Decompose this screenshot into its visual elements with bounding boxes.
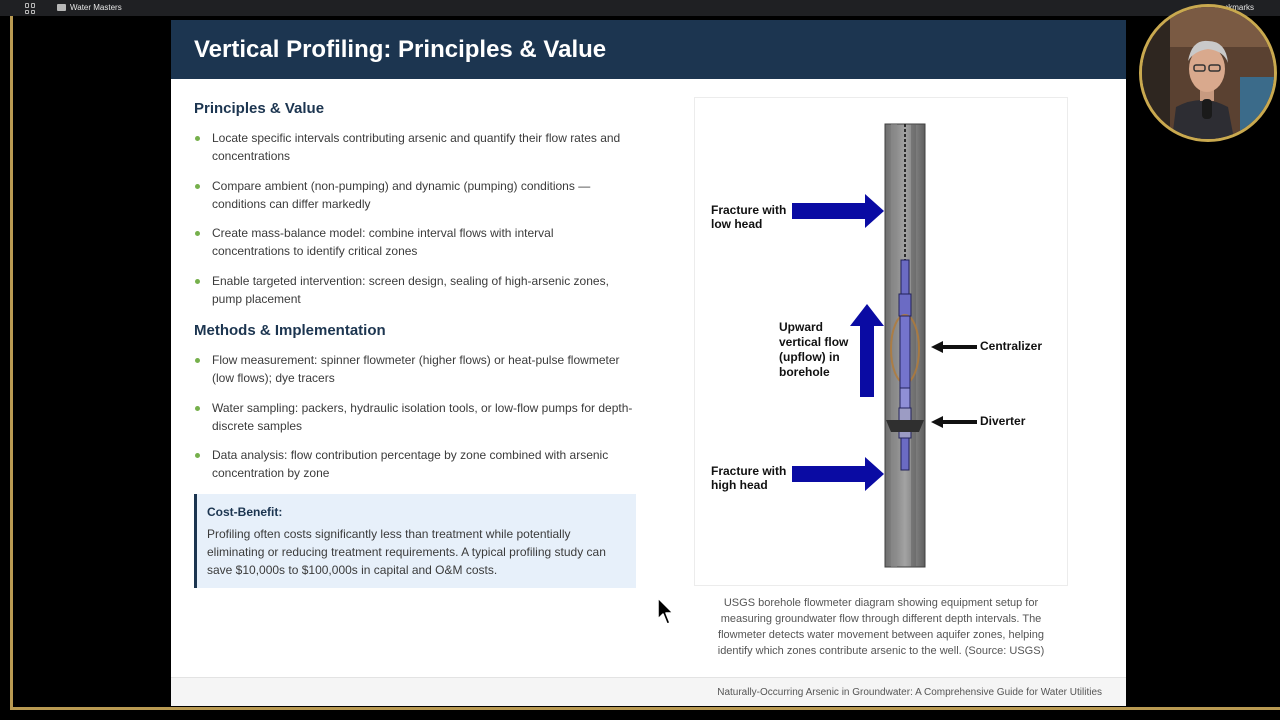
upflow-arrow	[850, 304, 884, 397]
borehole-texture	[891, 124, 897, 567]
tool-body	[898, 293, 912, 317]
slide-header: Vertical Profiling: Principles & Value	[171, 20, 1126, 79]
presenter-webcam	[1139, 4, 1277, 142]
slide-title: Vertical Profiling: Principles & Value	[194, 36, 607, 63]
list-item: Create mass-balance model: combine inter…	[194, 224, 634, 260]
bookmarks-label[interactable]: Bookmarks	[1226, 3, 1255, 12]
borehole-texture	[911, 124, 916, 567]
bullet-dot	[195, 358, 200, 363]
diverter-skirt	[886, 420, 924, 432]
bookmark-water-masters[interactable]: Water Masters	[70, 3, 122, 12]
principles-list: Locate specific intervals contributing a…	[194, 129, 634, 319]
figure-caption: USGS borehole flowmeter diagram showing …	[717, 597, 1045, 657]
list-item-text: Enable targeted intervention: screen des…	[212, 273, 609, 306]
list-item-text: Flow measurement: spinner flowmeter (hig…	[212, 353, 620, 385]
fracture-high-head-label-2: high head	[711, 478, 768, 492]
slide-footer: Naturally-Occurring Arsenic in Groundwat…	[171, 677, 1126, 706]
fracture-high-head-arrow	[792, 457, 884, 491]
fracture-high-head-label-1: Fracture with	[711, 464, 786, 478]
list-item-text: Data analysis: flow contribution percent…	[212, 448, 609, 480]
bullet-dot	[195, 231, 200, 236]
callout-title: Cost-Benefit:	[207, 505, 283, 519]
list-item-text: Water sampling: packers, hydraulic isola…	[212, 400, 633, 433]
bullet-dot	[195, 278, 200, 284]
upflow-label-2: vertical flow	[779, 335, 849, 349]
callout-text: Profiling often costs significantly less…	[207, 527, 606, 577]
methods-list: Flow measurement: spinner flowmeter (hig…	[194, 351, 634, 494]
list-item: Locate specific intervals contributing a…	[194, 129, 634, 165]
centralizer-label: Centralizer	[980, 339, 1042, 353]
centralizer-pointer	[931, 341, 977, 353]
flowmeter-diagram: Fracture with low head Upward vertical f…	[694, 97, 1068, 586]
list-item: Water sampling: packers, hydraulic isola…	[194, 399, 634, 435]
browser-bar: Water Masters Bookmarks	[0, 0, 1280, 16]
bullet-dot	[195, 183, 200, 189]
apps-grid-icon[interactable]	[25, 3, 36, 14]
list-item-text: Compare ambient (non-pumping) and dynami…	[212, 178, 591, 211]
slide: Vertical Profiling: Principles & Value P…	[171, 20, 1126, 706]
diverter-label: Diverter	[980, 414, 1026, 428]
fracture-low-head-label-2: low head	[711, 217, 762, 231]
list-item: Flow measurement: spinner flowmeter (hig…	[194, 351, 634, 387]
share-frame-bottom	[10, 707, 1280, 710]
list-item-text: Locate specific intervals contributing a…	[212, 131, 621, 163]
bullet-dot	[195, 136, 200, 141]
diverter-pointer	[931, 416, 977, 428]
bullet-dot	[195, 405, 200, 411]
principles-heading: Principles & Value	[194, 100, 325, 117]
tool-upper	[900, 259, 910, 295]
cost-benefit-callout: Cost-Benefit: Profiling often costs sign…	[194, 494, 636, 588]
tool-mid	[899, 315, 911, 389]
footer-text: Naturally-Occurring Arsenic in Groundwat…	[717, 687, 1102, 698]
upflow-label-1: Upward	[779, 320, 823, 334]
list-item-text: Create mass-balance model: combine inter…	[212, 226, 554, 258]
bullet-dot	[195, 453, 200, 458]
list-item: Compare ambient (non-pumping) and dynami…	[194, 177, 634, 213]
presenter-video-image	[1142, 7, 1274, 139]
upflow-label-3: (upflow) in	[779, 350, 840, 364]
share-frame-left	[10, 16, 13, 710]
fracture-low-head-arrow	[792, 194, 884, 228]
list-item: Data analysis: flow contribution percent…	[194, 446, 634, 482]
tool-bottom	[900, 437, 910, 471]
list-item: Enable targeted intervention: screen des…	[194, 272, 634, 308]
folder-icon	[57, 4, 66, 11]
upflow-label-4: borehole	[779, 365, 830, 379]
flowmeter-diagram-svg: Fracture with low head Upward vertical f…	[711, 123, 1042, 568]
fracture-low-head-label-1: Fracture with	[711, 203, 786, 217]
mouse-cursor-icon	[657, 597, 674, 625]
methods-heading: Methods & Implementation	[194, 322, 386, 339]
